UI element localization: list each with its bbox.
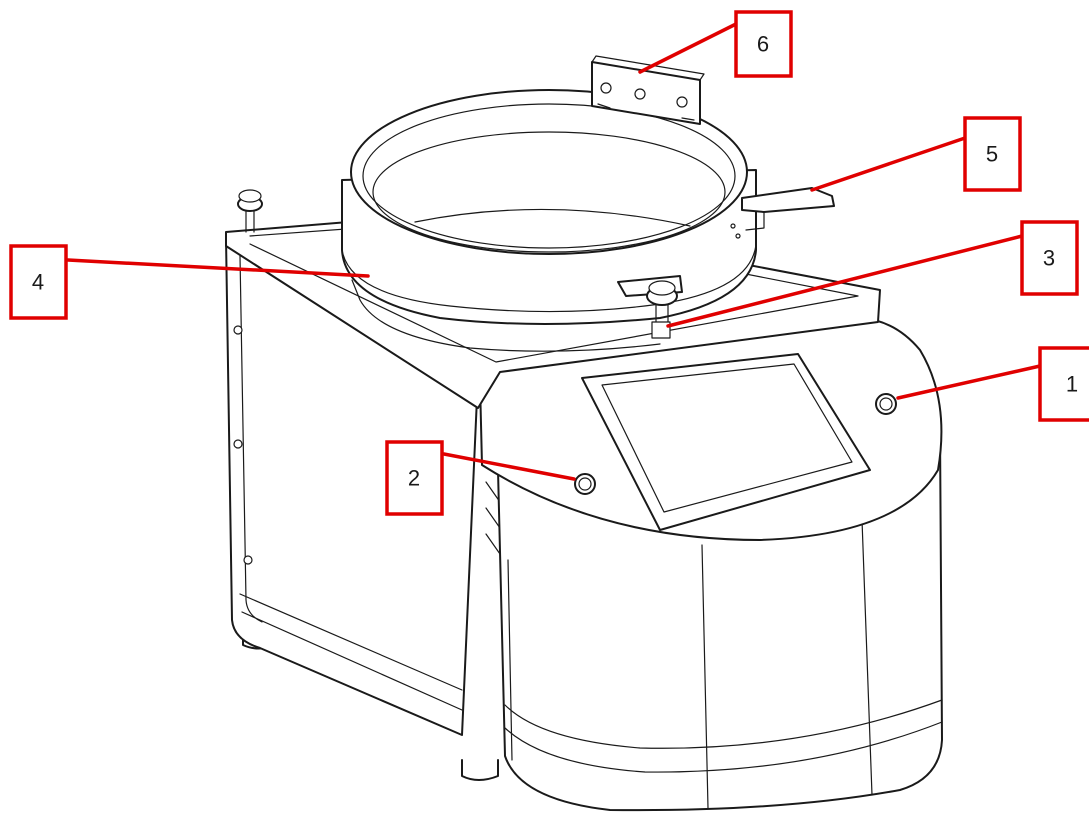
- front-seam-2: [861, 519, 873, 796]
- left-panel-edge: [239, 255, 263, 623]
- callout-label-1: 1: [1066, 372, 1078, 397]
- hinge-bracket[interactable]: [591, 55, 705, 125]
- front-seam-1: [701, 544, 709, 809]
- callout-5: 5: [810, 116, 1022, 192]
- leader-line-4: [66, 258, 370, 278]
- front-clamp-knob[interactable]: [617, 275, 683, 339]
- callout-box-6: [734, 10, 793, 78]
- touch-screen-display[interactable]: [601, 363, 853, 513]
- callout-box-2: [385, 440, 444, 516]
- base-band-left: [239, 593, 463, 691]
- callout-4: 4: [9, 244, 370, 320]
- callout-3: 3: [666, 220, 1079, 328]
- callout-label-4: 4: [32, 270, 44, 295]
- callout-box-1: [1038, 346, 1089, 422]
- side-screw-2: [233, 439, 243, 449]
- callout-label-2: 2: [408, 466, 420, 491]
- callout-label-6: 6: [757, 32, 769, 57]
- button-2[interactable]: [574, 473, 596, 495]
- callout-6: 6: [638, 10, 793, 78]
- callout-box-3: [1020, 220, 1079, 296]
- callout-1: 1: [896, 346, 1089, 422]
- callout-label-3: 3: [1043, 246, 1055, 271]
- corner-knob[interactable]: [237, 189, 263, 233]
- leader-line-6: [638, 22, 738, 74]
- button-1[interactable]: [875, 393, 897, 415]
- front-seam-3: [507, 559, 513, 761]
- side-lever[interactable]: [730, 187, 835, 239]
- base-band-2: [504, 721, 943, 773]
- leader-line-1: [896, 364, 1042, 400]
- leader-line-2: [442, 452, 576, 481]
- callouts: 1 2 3 4 5 6: [9, 10, 1089, 516]
- callout-label-5: 5: [986, 142, 998, 167]
- leader-line-3: [666, 234, 1024, 328]
- machine-drawing: [225, 55, 943, 812]
- side-screw-1: [233, 325, 243, 335]
- callout-box-5: [963, 116, 1022, 192]
- callout-box-4: [9, 244, 68, 320]
- foot-front: [461, 759, 499, 781]
- side-screw-3: [243, 555, 253, 565]
- callout-2: 2: [385, 440, 576, 516]
- base-band-1: [504, 699, 943, 749]
- leader-line-5: [810, 136, 967, 192]
